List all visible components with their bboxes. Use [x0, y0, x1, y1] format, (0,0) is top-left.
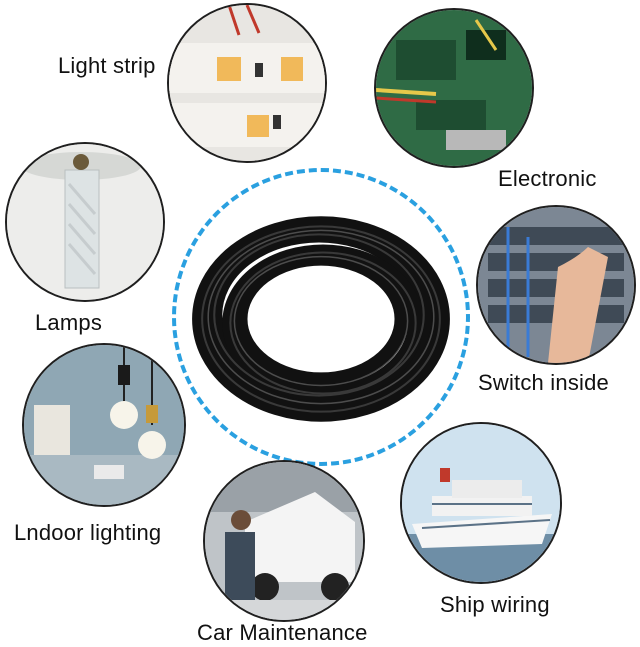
label-indoor-lighting: Lndoor lighting	[14, 520, 162, 545]
label-light-strip: Light strip	[58, 53, 156, 78]
light-strip-image	[167, 3, 327, 163]
label-lamps: Lamps	[35, 310, 103, 335]
center-dashed-ring	[172, 168, 470, 466]
label-ship-wiring: Ship wiring	[440, 592, 550, 617]
label-car-maintenance: Car Maintenance	[197, 620, 368, 645]
network-switch-image	[476, 205, 636, 365]
label-electronic: Electronic	[498, 166, 597, 191]
lamp-image	[5, 142, 165, 302]
label-switch-inside: Switch inside	[478, 370, 609, 395]
ship-image	[400, 422, 562, 584]
car-maintenance-image	[203, 460, 365, 622]
black-cable-coil-image	[180, 176, 462, 458]
indoor-lighting-image	[22, 343, 186, 507]
electronic-circuit-image	[374, 8, 534, 168]
